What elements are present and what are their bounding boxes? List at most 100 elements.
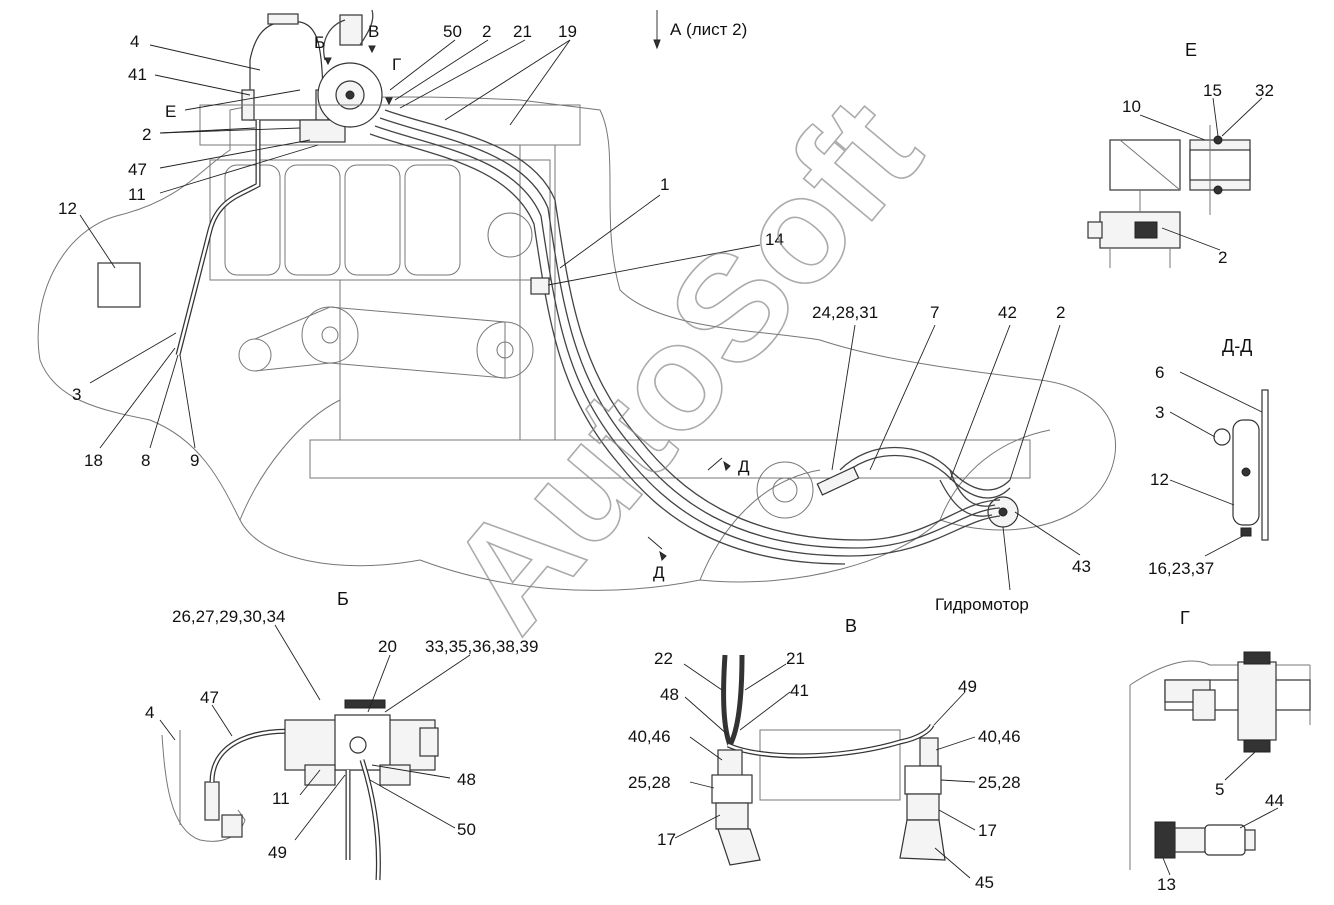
label-2a: 2	[142, 125, 151, 144]
label-v-arrow: В	[368, 22, 379, 41]
label-v-45: 45	[975, 873, 994, 892]
label-section-dd: Д-Д	[1222, 336, 1252, 356]
arrow-b	[324, 57, 332, 66]
label-v-25a: 25,28	[628, 773, 671, 792]
b-hose-50-inner	[360, 759, 380, 881]
dd-bolt-bottom	[1240, 527, 1252, 537]
leader-3	[89, 332, 177, 384]
label-v-41: 41	[790, 681, 809, 700]
engine-block-2	[284, 164, 341, 276]
label-view-a: А (лист 2)	[670, 20, 747, 39]
detail-g-labels: Г 5 44 13	[1157, 608, 1284, 894]
label-4: 4	[130, 32, 139, 51]
label-b-26: 26,27,29,30,34	[172, 607, 285, 626]
label-detail-b: Б	[337, 589, 349, 609]
label-b-20: 20	[378, 637, 397, 656]
e-valve-nut	[1134, 221, 1158, 239]
g-cap-44	[1244, 829, 1256, 851]
label-d2: Д	[653, 563, 665, 582]
leader-12	[79, 214, 116, 269]
detail-b-labels: Б 26,27,29,30,34 20 33,35,36,38,39 4 47 …	[145, 589, 538, 862]
label-hydromotor: Гидромотор	[935, 595, 1029, 614]
main-labels: 4 41 Е 2 47 11 Б В Г 50 2 21 19 А (лист …	[58, 20, 1091, 614]
e-tank-wall	[1109, 139, 1181, 191]
label-12: 12	[58, 199, 77, 218]
belt	[254, 306, 506, 379]
dd-plate	[1261, 389, 1269, 541]
box-12	[97, 262, 141, 308]
b-leader-4	[159, 719, 176, 741]
arrow-g	[385, 97, 393, 106]
section-dd	[1169, 371, 1269, 557]
leader-24	[831, 324, 856, 471]
b-fitting-2	[221, 814, 243, 838]
v-leader-41	[739, 691, 791, 731]
pulley-3	[238, 338, 272, 372]
drain-hose	[175, 120, 261, 356]
leader-7	[869, 324, 936, 471]
label-19: 19	[558, 22, 577, 41]
leader-8	[149, 354, 179, 449]
v-leader-25a	[689, 781, 715, 789]
frame-rail	[309, 439, 1031, 479]
hydromotor-center	[998, 507, 1008, 517]
pump-center	[345, 90, 355, 100]
leader-18	[99, 347, 176, 449]
g-leader-44	[1239, 807, 1279, 829]
e-leader-15	[1212, 97, 1219, 137]
b-leader-47	[211, 704, 233, 737]
v-fitting-left	[717, 749, 743, 779]
v-leader-49	[933, 691, 966, 726]
v-leader-45	[934, 847, 971, 879]
hose-loop-3	[949, 469, 996, 507]
leader-47	[159, 139, 311, 169]
b-valve-base	[304, 764, 336, 786]
v-elbow-left	[717, 828, 761, 866]
b-leader-11	[299, 769, 321, 796]
label-b-49: 49	[268, 843, 287, 862]
label-v-21: 21	[786, 649, 805, 668]
clamp-14	[530, 277, 550, 295]
hose-bundle-4	[369, 133, 846, 565]
hose-loop-2	[839, 454, 1011, 499]
label-14: 14	[765, 230, 784, 249]
label-b-50: 50	[457, 820, 476, 839]
g-valve-body	[1237, 661, 1277, 741]
label-50: 50	[443, 22, 462, 41]
label-dd-12: 12	[1150, 470, 1169, 489]
b-leader-50	[369, 779, 456, 829]
leader-21	[399, 39, 526, 109]
v-leader-25b	[940, 779, 976, 783]
label-2b: 2	[482, 22, 491, 41]
label-dd-3: 3	[1155, 403, 1164, 422]
label-24: 24,28,31	[812, 303, 878, 322]
label-42: 42	[998, 303, 1017, 322]
label-47: 47	[128, 160, 147, 179]
section-e-labels: Е 10 15 32 2	[1122, 40, 1274, 267]
view-a-arrowhead	[653, 39, 661, 50]
label-g-5: 5	[1215, 780, 1224, 799]
e-valve-cap	[1087, 221, 1103, 239]
label-9: 9	[190, 451, 199, 470]
leader-e	[184, 89, 301, 111]
label-dd-6: 6	[1155, 363, 1164, 382]
label-section-e: Е	[1185, 40, 1197, 60]
label-v-22: 22	[654, 649, 673, 668]
label-3: 3	[72, 385, 81, 404]
v-coupling-left	[711, 774, 753, 804]
v-leader-22	[683, 663, 723, 691]
hose-loop-4	[939, 479, 993, 517]
detail-b	[159, 624, 471, 881]
engine-block-4	[404, 164, 461, 276]
v-coupling-right	[904, 765, 942, 795]
v-nut-right	[906, 793, 940, 821]
leader-50	[389, 39, 456, 91]
label-v-40b: 40,46	[978, 727, 1021, 746]
leader-42	[949, 324, 1011, 481]
b-top-bolts	[344, 699, 386, 709]
section-d-arrow-1	[723, 460, 731, 471]
pulley-1-hub	[321, 326, 339, 344]
section-d-line-2	[647, 536, 663, 550]
label-1: 1	[660, 175, 669, 194]
